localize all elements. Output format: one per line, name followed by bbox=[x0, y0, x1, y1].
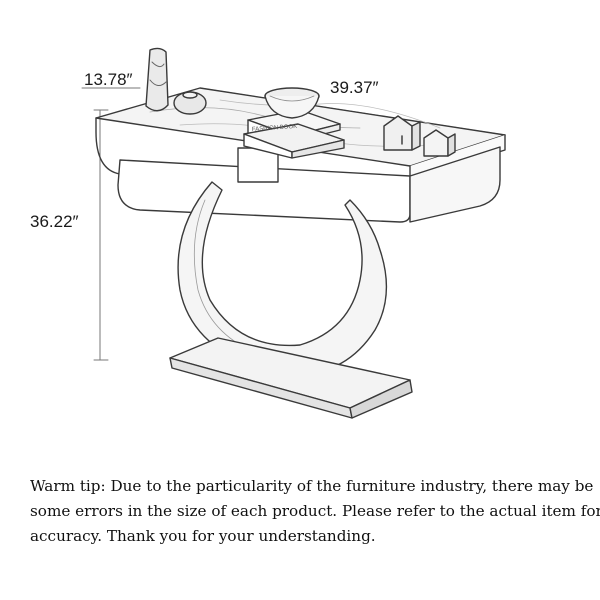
book-spine-text: FASHION BOOK bbox=[252, 124, 298, 133]
plinth-base bbox=[169, 337, 413, 419]
height-dimension-label: 36.22″ bbox=[30, 212, 79, 231]
width-dimension-label: 39.37″ bbox=[330, 78, 379, 97]
depth-dimension-label: 13.78″ bbox=[84, 70, 133, 89]
book-stack bbox=[243, 109, 345, 159]
warm-tip-note: Warm tip: Due to the particularity of th… bbox=[30, 474, 600, 549]
console-table-sketch: FASHION BOOK bbox=[81, 47, 506, 419]
note-line: some errors in the size of each product.… bbox=[30, 502, 600, 520]
note-line: accuracy. Thank you for your understandi… bbox=[30, 527, 376, 545]
decor-bowl bbox=[264, 87, 320, 119]
round-jar bbox=[173, 91, 207, 115]
note-line: Warm tip: Due to the particularity of th… bbox=[30, 477, 594, 495]
vase bbox=[145, 47, 169, 112]
house-figurines bbox=[383, 115, 456, 157]
